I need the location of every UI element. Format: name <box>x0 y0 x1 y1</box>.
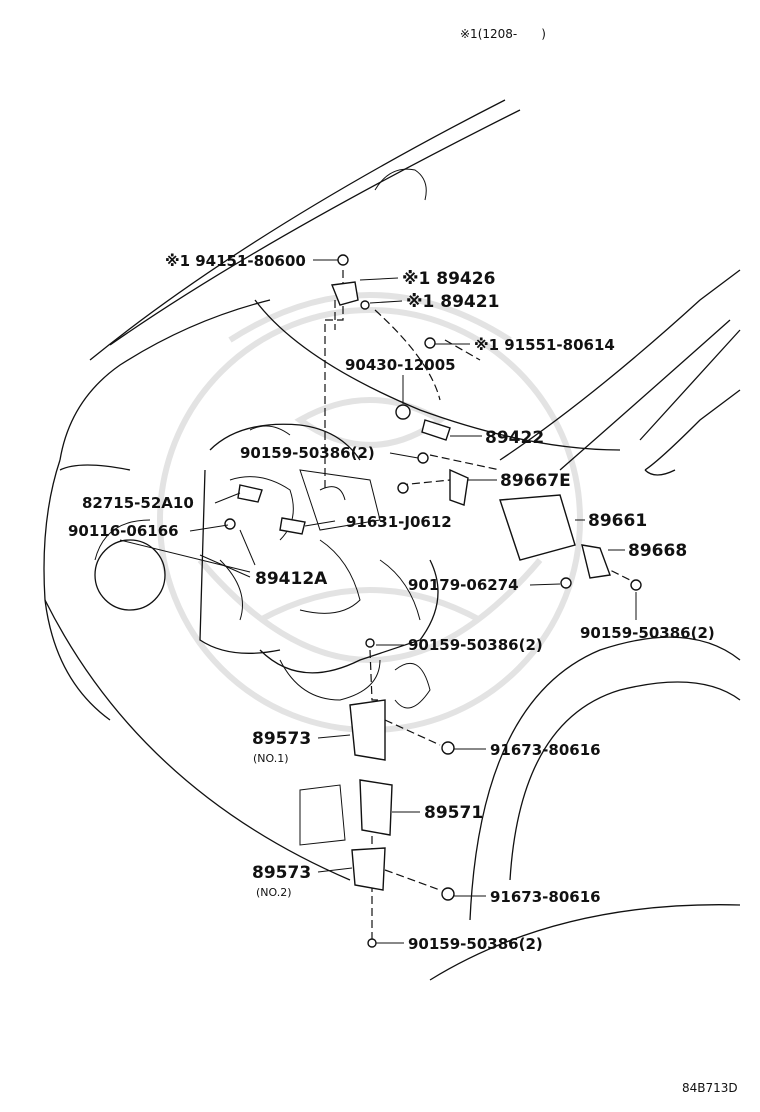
part-label: 90159-50386(2) <box>240 444 375 462</box>
nut-glyph <box>560 577 572 589</box>
part-label: 89668 <box>628 541 687 561</box>
applicability-note: ※1(1208- ) <box>460 27 546 41</box>
module-glyph <box>359 779 393 836</box>
bracket-glyph <box>331 281 359 306</box>
sensor-glyph <box>279 517 306 535</box>
part-label: ※1 94151-80600 <box>165 252 306 270</box>
bolt-glyph <box>441 887 455 901</box>
part-label: 90159-50386(2) <box>408 636 543 654</box>
bolt-glyph <box>365 638 375 648</box>
washer-glyph <box>395 404 411 420</box>
part-label: ※1 91551-80614 <box>474 336 615 354</box>
part-label: 89571 <box>424 803 483 823</box>
part-label: 89573 <box>252 729 311 749</box>
part-label: 90179-06274 <box>408 576 519 594</box>
bracket-glyph <box>581 544 611 579</box>
part-label: 90159-50386(2) <box>408 935 543 953</box>
part-label: 91673-80616 <box>490 741 601 759</box>
bolt-glyph <box>441 741 455 755</box>
connector-glyph <box>237 484 263 503</box>
bolt-glyph <box>424 337 436 349</box>
part-label: ※1 89426 <box>402 269 495 289</box>
nut-glyph <box>337 254 349 266</box>
bracket-glyph <box>351 847 386 891</box>
part-label: 91673-80616 <box>490 888 601 906</box>
bracket-glyph <box>449 468 469 506</box>
bolt-glyph <box>417 452 429 464</box>
part-label: 89573 <box>252 863 311 883</box>
ecu-glyph <box>499 494 576 561</box>
part-label: 90116-06166 <box>68 522 179 540</box>
part-label: 91631-J0612 <box>346 513 452 531</box>
callout-labels: ※1 94151-80600 ※1 89426 ※1 89421 ※1 9155… <box>68 252 715 953</box>
illustration-code: 84B713D <box>682 1081 738 1095</box>
engine-assembly <box>199 423 439 709</box>
part-label: 82715-52A10 <box>82 494 194 512</box>
part-label: 89412A <box>255 569 328 589</box>
part-label: 89422 <box>485 428 544 448</box>
clip-glyph <box>224 518 236 530</box>
part-sublabel: (NO.1) <box>253 752 289 765</box>
part-label: 90430-12005 <box>345 356 456 374</box>
washer-glyph <box>360 300 370 310</box>
part-label: 89661 <box>588 511 647 531</box>
part-label: 89667E <box>500 471 571 491</box>
vehicle-body-outline <box>43 99 741 981</box>
part-label: 90159-50386(2) <box>580 624 715 642</box>
part-glyphs <box>224 254 642 948</box>
leader-lines <box>119 259 637 944</box>
nut-glyph <box>397 482 409 494</box>
part-sublabel: (NO.2) <box>256 886 292 899</box>
sensor-glyph <box>421 419 451 441</box>
bracket-glyph <box>349 699 386 761</box>
bolt-glyph <box>630 579 642 591</box>
bolt-glyph <box>367 938 377 948</box>
part-label: ※1 89421 <box>406 292 499 312</box>
